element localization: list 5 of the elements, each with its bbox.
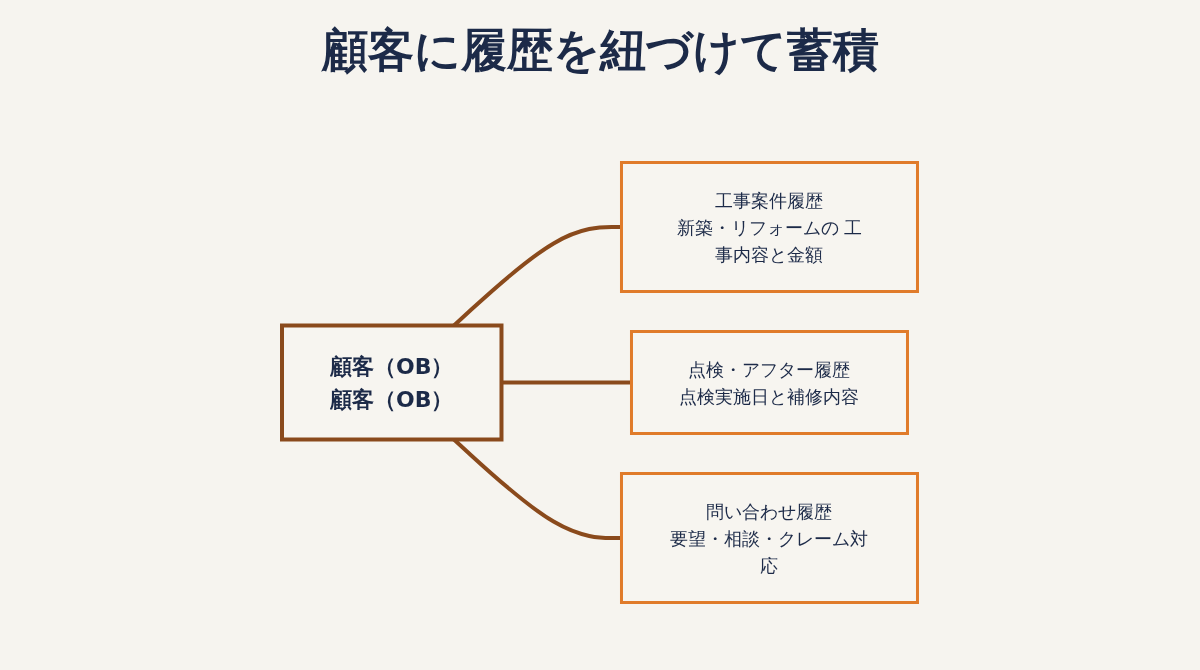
node-box: 顧客（OB） 顧客（OB）: [280, 323, 504, 442]
node-box: 点検・アフター履歴 点検実施日と補修内容: [630, 330, 910, 435]
node-box: 工事案件履歴 新築・リフォームの 工事内容と金額: [620, 161, 920, 293]
title: 顧客に履歴を紐づけて蓄積: [320, 22, 880, 79]
node-box: 問い合わせ履歴 要望・相談・クレーム対応: [620, 472, 920, 604]
